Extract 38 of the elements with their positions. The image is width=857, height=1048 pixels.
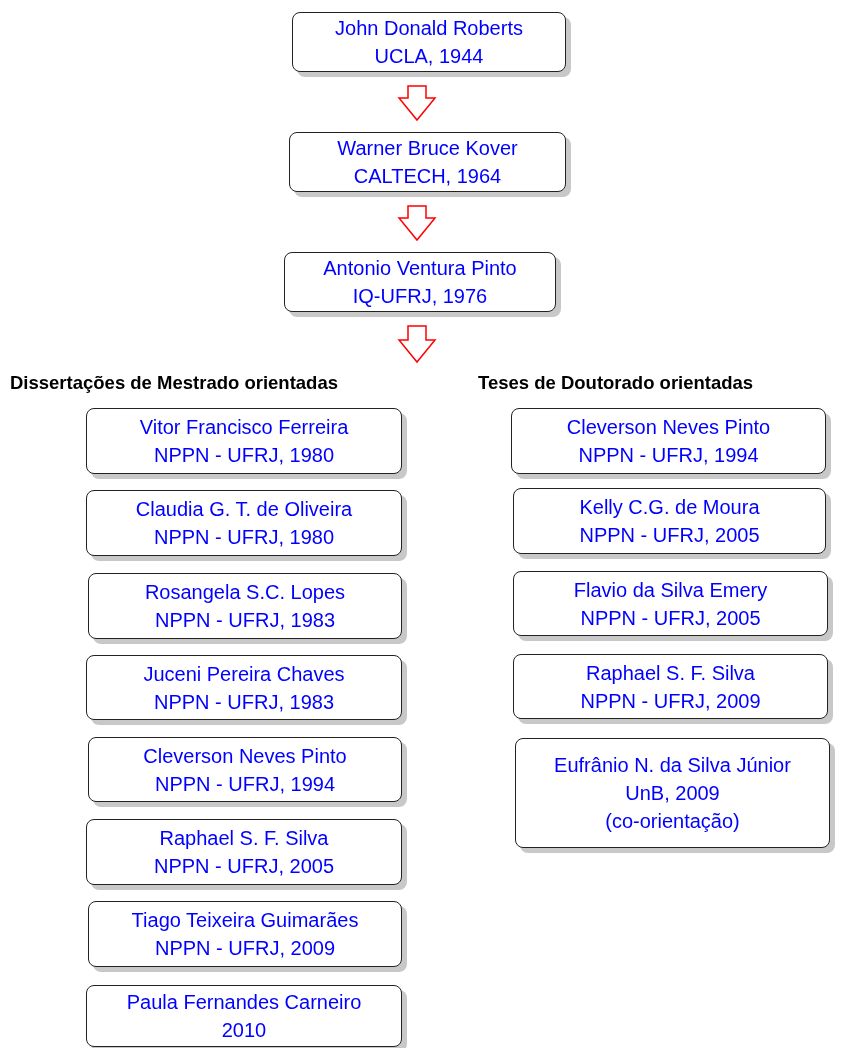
person-name: Paula Fernandes Carneiro <box>126 990 362 1015</box>
affiliation-text: NPPN - UFRJ, 2005 <box>580 605 761 631</box>
affiliation-text: UnB, 2009 <box>625 781 720 806</box>
affiliation-text: NPPN - UFRJ, 2009 <box>154 936 336 961</box>
person-name: Raphael S. F. Silva <box>159 826 329 851</box>
person-name: Tiago Teixeira Guimarães <box>131 908 359 933</box>
affiliation-text: NPPN - UFRJ, 1994 <box>154 771 336 797</box>
affiliation-text: NPPN - UFRJ, 1994 <box>578 443 759 468</box>
person-name: Rosangela S.C. Lopes <box>144 580 346 605</box>
affiliation-text: NPPN - UFRJ, 2009 <box>580 688 761 714</box>
person-name: Kelly C.G. de Moura <box>579 495 760 520</box>
person-name: Claudia G. T. de Oliveira <box>135 497 353 522</box>
block-arrow <box>397 325 437 364</box>
block-arrow <box>397 85 437 122</box>
person-name: Eufrânio N. da Silva Júnior <box>554 753 791 778</box>
person-name: Raphael S. F. Silva <box>586 660 755 686</box>
affiliation-text: NPPN - UFRJ, 1980 <box>153 525 335 550</box>
column-heading: Dissertações de Mestrado orientadas <box>10 372 338 394</box>
person-name: Flavio da Silva Emery <box>573 577 768 603</box>
affiliation-text: UCLA, 1944 <box>374 44 484 69</box>
person-name: Cleverson Neves Pinto <box>566 415 771 440</box>
affiliation-text: NPPN - UFRJ, 2005 <box>579 523 760 548</box>
affiliation-text: (co-orientação) <box>605 809 740 834</box>
affiliation-text: NPPN - UFRJ, 1983 <box>153 689 335 715</box>
affiliation-text: IQ-UFRJ, 1976 <box>352 284 488 309</box>
column-heading: Teses de Doutorado orientadas <box>478 372 754 394</box>
affiliation-text: 2010 <box>221 1018 267 1043</box>
affiliation-text: CALTECH, 1964 <box>353 164 502 189</box>
person-name: Cleverson Neves Pinto <box>143 743 347 769</box>
person-name: Vitor Francisco Ferreira <box>139 415 349 440</box>
affiliation-text: NPPN - UFRJ, 1980 <box>153 443 335 468</box>
person-name: Antonio Ventura Pinto <box>323 256 517 281</box>
block-arrow <box>397 205 437 242</box>
affiliation-text: NPPN - UFRJ, 2005 <box>153 854 335 879</box>
affiliation-text: NPPN - UFRJ, 1983 <box>154 608 336 633</box>
person-name: Warner Bruce Kover <box>337 136 518 161</box>
person-name: John Donald Roberts <box>335 16 523 41</box>
person-name: Juceni Pereira Chaves <box>143 661 345 687</box>
